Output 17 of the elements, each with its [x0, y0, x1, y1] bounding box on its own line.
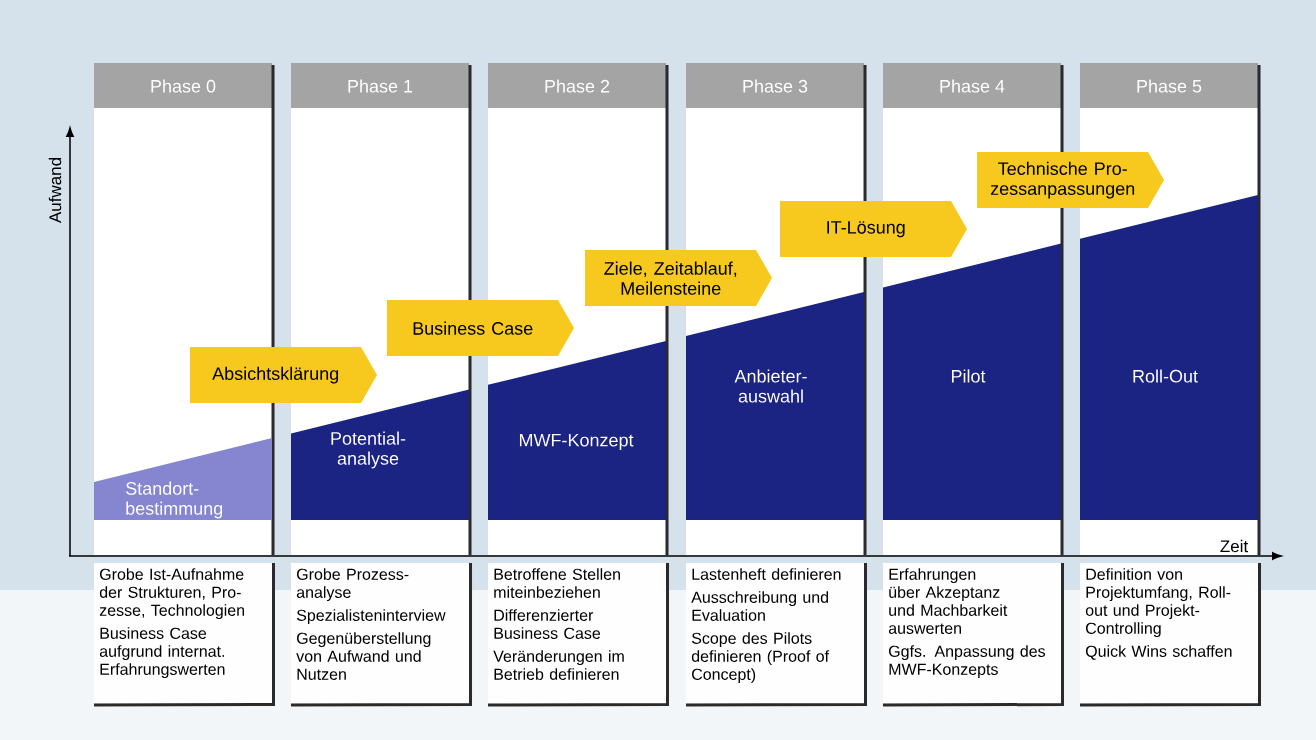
- axis-label: Aufwand: [48, 158, 62, 224]
- effort-area: Potential- analyse: [291, 389, 469, 520]
- step-banner: IT-Lösung: [780, 201, 967, 257]
- effort-area: Standort- bestimmung: [94, 438, 272, 520]
- description-box: Grobe Ist-Aufnahme der Strukturen, Pro- zesse, Technologien Business Case aufgrund internat. Erfahrungswerten: [94, 563, 275, 707]
- step-banner: Technische Pro- zessanpassungen: [977, 152, 1164, 208]
- axis-label: Zeit: [1220, 539, 1249, 553]
- description-box: Lastenheft definieren Ausschreibung und Evaluation Scope des Pilots definieren (Proof of Concept): [686, 563, 867, 707]
- step-banner: Ziele, Zeitablauf, Meilensteine: [585, 250, 772, 306]
- step-banner: Business Case: [387, 300, 574, 356]
- effort-area: MWF-Konzept: [488, 340, 666, 520]
- step-banner: Absichtsklärung: [190, 347, 377, 403]
- description-box: Erfahrungen über Akzeptanz und Machbarkeit auswerten Ggfs. Anpassung des MWF-Konzepts: [883, 563, 1064, 707]
- description-box: Definition von Projektumfang, Roll- out und Projekt- Controlling Quick Wins schaffen: [1080, 563, 1261, 707]
- description-box: Grobe Prozess- analyse Spezialisteninterview Gegenüberstellung von Aufwand und Nutzen: [291, 563, 472, 707]
- effort-area: Pilot: [883, 243, 1061, 520]
- description-box: Betroffene Stellen miteinbeziehen Differenzierter Business Case Veränderungen im Betrieb definieren: [488, 563, 669, 707]
